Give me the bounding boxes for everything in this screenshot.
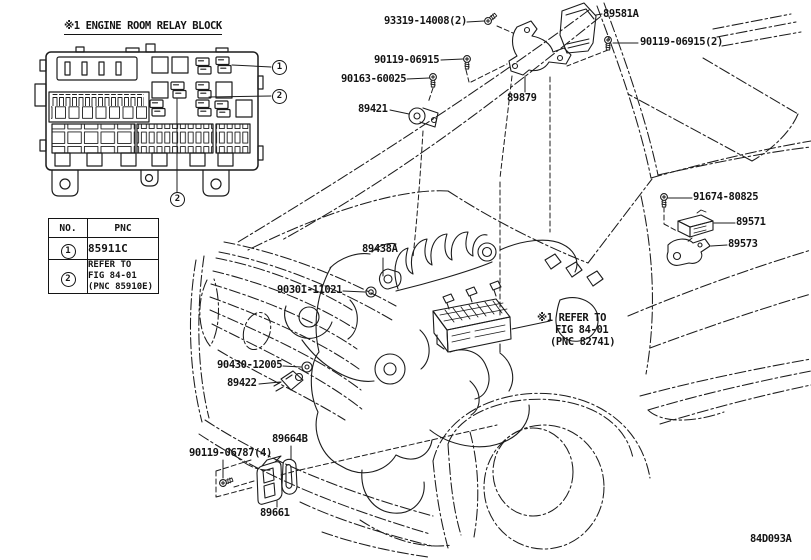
bracket-89879-drawing <box>508 20 572 76</box>
part-label-89879[interactable]: 89879 <box>507 92 537 104</box>
sensor-89421-drawing <box>408 107 439 128</box>
callout-2[interactable]: 2 <box>272 89 287 104</box>
table-row: 1 85911C <box>48 237 159 260</box>
assembly-dashed-lines <box>215 25 693 498</box>
row1-pnc-value: 85911C <box>87 237 159 260</box>
oring-90301-drawing <box>365 286 377 298</box>
bracket-89573-drawing <box>666 238 711 266</box>
ecu-89571-drawing <box>677 209 714 238</box>
part-label-89661[interactable]: 89661 <box>260 507 290 519</box>
part-label-89421[interactable]: 89421 <box>358 103 388 115</box>
callout-2b[interactable]: 2 <box>170 192 185 207</box>
callout-1[interactable]: 1 <box>272 60 287 75</box>
part-label-89573[interactable]: 89573 <box>728 238 758 250</box>
row2-callout: 2 <box>60 272 76 287</box>
relay-block-inset-drawing <box>34 43 272 197</box>
ecu-89581a-drawing <box>559 2 597 54</box>
part-label-89664b[interactable]: 89664B <box>272 433 308 445</box>
figure-code: 84D093A <box>750 533 792 545</box>
engine-bay-relay-block-drawing <box>432 298 512 353</box>
pnc-table-header-pnc: PNC <box>87 218 159 238</box>
sensor-89438a-drawing <box>378 268 402 290</box>
cover-89664b-drawing <box>281 458 298 495</box>
part-label-90163-60025[interactable]: 90163-60025 <box>341 73 407 85</box>
table-row: 2 REFER TO FIG 84-01 (PNC 85910E) <box>48 259 159 294</box>
part-label-90119-06915[interactable]: 90119-06915 <box>374 54 440 66</box>
bolt-icons <box>218 11 668 488</box>
engine-drawing <box>284 231 604 514</box>
grommet-90430-drawing <box>301 361 313 373</box>
part-label-89581a[interactable]: 89581A <box>603 8 639 20</box>
ref-note-line2[interactable]: FIG 84-01 <box>555 324 609 336</box>
pnc-table: NO. PNC 1 85911C 2 REFER TO FIG 84-01 (P… <box>48 218 159 294</box>
connector-89661-drawing <box>256 455 283 505</box>
bolt-icon <box>463 55 471 70</box>
leader-lines <box>222 13 736 508</box>
part-label-90119-06787[interactable]: 90119-06787(4) <box>189 447 272 459</box>
part-label-90301-11021[interactable]: 90301-11021 <box>277 284 343 296</box>
ref-note-line3[interactable]: (PNC 82741) <box>550 336 616 348</box>
bolt-icon <box>660 193 668 208</box>
bolt-icon <box>218 475 235 488</box>
pnc-table-header-no: NO. <box>48 218 88 238</box>
row1-callout: 1 <box>60 244 76 259</box>
part-label-91674-80825[interactable]: 91674-80825 <box>693 191 759 203</box>
part-label-89422[interactable]: 89422 <box>227 377 257 389</box>
sensor-89422-drawing <box>273 370 304 392</box>
part-label-90430-12005[interactable]: 90430-12005 <box>217 359 283 371</box>
part-label-90119-06915-2[interactable]: 90119-06915(2) <box>640 36 723 48</box>
bolt-icon <box>482 11 499 27</box>
ref-note-line1[interactable]: ※1 REFER TO <box>537 312 607 324</box>
part-label-89571[interactable]: 89571 <box>736 216 766 228</box>
part-label-93319-14008[interactable]: 93319-14008(2) <box>384 15 467 27</box>
part-label-89438a[interactable]: 89438A <box>362 243 398 255</box>
row2-pnc-value: REFER TO FIG 84-01 (PNC 85910E) <box>87 259 159 294</box>
bolt-icon <box>429 73 437 88</box>
relay-block-inset-title: ※1 ENGINE ROOM RELAY BLOCK <box>64 21 222 35</box>
